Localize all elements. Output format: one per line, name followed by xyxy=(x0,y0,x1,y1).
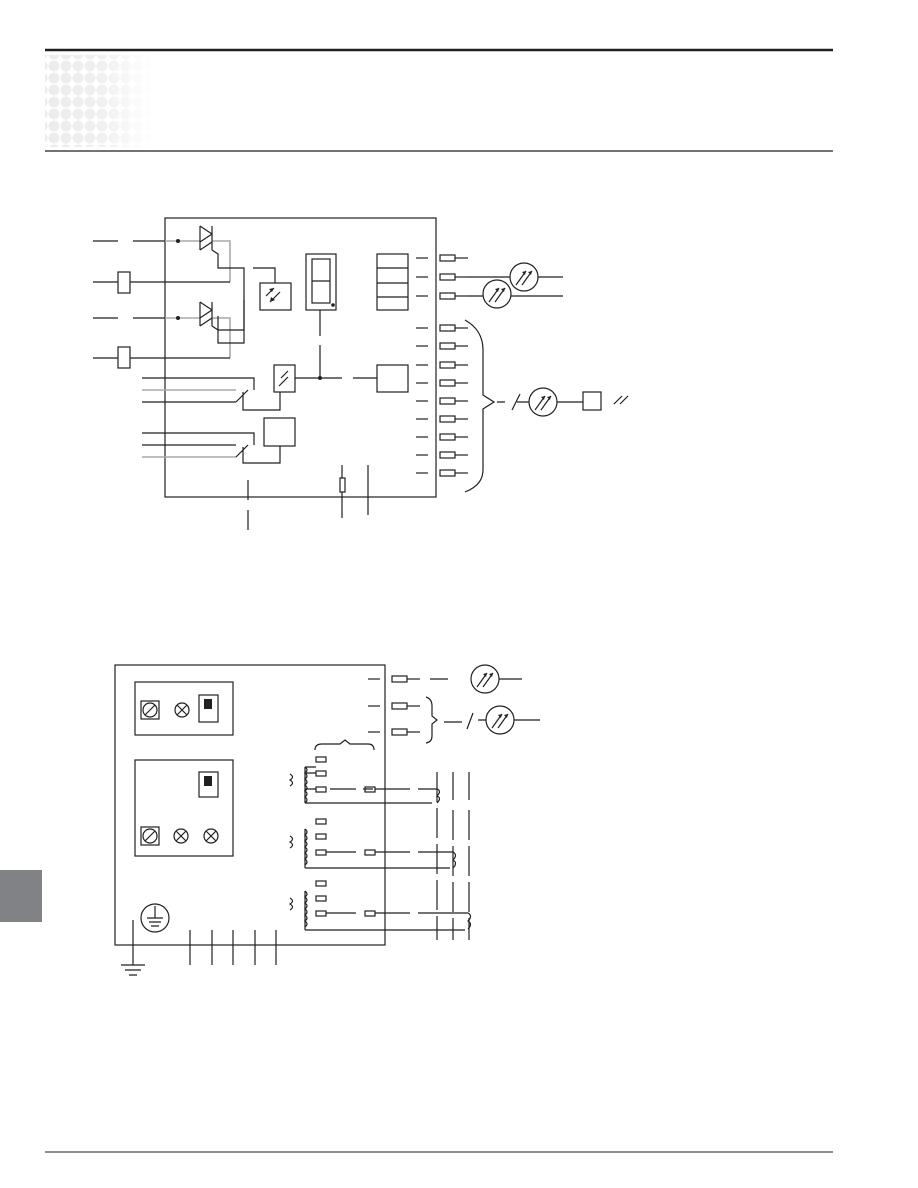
control-panel xyxy=(134,681,234,736)
control-module-diagram xyxy=(93,217,629,530)
dip-switch xyxy=(198,694,219,723)
control-panel xyxy=(134,759,234,857)
device-block xyxy=(582,391,602,411)
opto-sensor-icon xyxy=(470,664,500,694)
brace xyxy=(314,739,375,751)
relay-coil xyxy=(117,346,131,369)
controller-block xyxy=(376,364,409,393)
coil-group xyxy=(288,756,441,804)
optocoupler-block xyxy=(273,364,296,393)
dip-switch xyxy=(198,771,219,798)
terminal-module-diagram xyxy=(114,664,540,976)
brace xyxy=(464,319,496,493)
opto-sensor-icon xyxy=(528,387,558,417)
ground-icon xyxy=(140,903,170,933)
lamp-icon xyxy=(173,828,189,844)
seven-segment-display xyxy=(305,253,337,311)
opto-sensor-icon xyxy=(509,262,539,292)
opto-sensor-icon xyxy=(485,705,515,735)
module-block xyxy=(263,417,296,447)
screw-icon xyxy=(142,828,158,844)
screw-icon xyxy=(142,702,158,718)
triac-icon xyxy=(199,225,245,331)
relay-coil xyxy=(117,271,131,294)
section-tab xyxy=(0,870,42,922)
triac-icon xyxy=(199,300,245,344)
terminal-block-stack xyxy=(376,253,409,311)
earth-ground-icon xyxy=(121,920,145,976)
page-header xyxy=(45,48,833,152)
lamp-icon xyxy=(203,828,219,844)
optocoupler-block xyxy=(259,282,292,311)
brace xyxy=(425,696,438,744)
opto-sensor-icon xyxy=(482,279,512,309)
lamp-icon xyxy=(174,702,190,718)
coil-group xyxy=(288,880,472,931)
coil-group xyxy=(288,818,457,869)
resistor xyxy=(339,477,346,493)
module-enclosure xyxy=(114,664,386,946)
